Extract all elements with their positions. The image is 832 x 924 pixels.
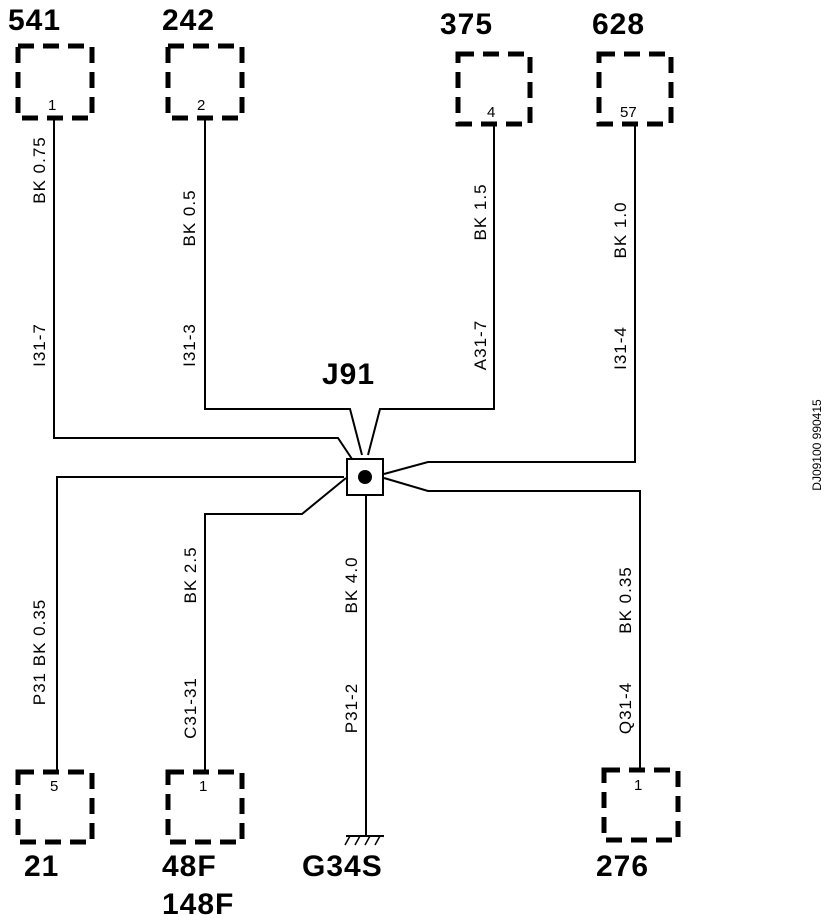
wire-48f — [204, 477, 347, 772]
splice-name: J91 — [322, 358, 375, 391]
connector-48f-id: 48F — [162, 850, 217, 883]
wire-276 — [383, 477, 641, 770]
wire-ground-circuit: P31-2 — [342, 683, 361, 733]
wire-242 — [204, 118, 363, 456]
wire-242-circuit: I31-3 — [180, 323, 199, 367]
splice-j91[interactable]: J91 — [322, 358, 384, 496]
splice-dot — [358, 470, 372, 484]
connector-541[interactable]: 541 1 — [8, 4, 95, 121]
connector-628-pin: 57 — [620, 104, 637, 121]
wire-276-color-size: BK 0.35 — [616, 566, 635, 634]
ground-hatch — [354, 835, 361, 846]
connector-541-pin: 1 — [48, 97, 56, 114]
connector-21-pin: 5 — [50, 778, 58, 795]
ground-name: G34S — [302, 850, 383, 883]
connector-628-id: 628 — [592, 8, 645, 41]
connector-276-pin: 1 — [634, 777, 642, 794]
connector-48f[interactable]: 1 48F 148F — [162, 769, 245, 921]
connector-628[interactable]: 628 57 — [592, 8, 674, 127]
wire-541-color-size: BK 0.75 — [30, 136, 49, 204]
connector-242-pin: 2 — [197, 97, 205, 114]
wire-21-label: P31 BK 0.35 — [30, 599, 49, 705]
drawing-reference: DJ09100 990415 — [810, 399, 824, 491]
connector-21-box — [15, 769, 95, 845]
wire-21 — [56, 476, 344, 772]
connector-242-id: 242 — [162, 4, 215, 37]
wire-ground-color-size: BK 4.0 — [342, 556, 361, 613]
wire-48f-color-size: BK 2.5 — [181, 546, 200, 603]
ground-hatch — [374, 835, 381, 846]
connector-276[interactable]: 1 276 — [596, 767, 681, 883]
connector-276-id: 276 — [596, 850, 649, 883]
connector-242[interactable]: 242 2 — [162, 4, 245, 121]
wire-628-circuit: I31-4 — [611, 326, 630, 370]
wire-541-circuit: I31-7 — [30, 323, 49, 367]
connector-21[interactable]: 5 21 — [15, 769, 95, 883]
connector-148f-id: 148F — [162, 888, 234, 921]
connector-375-id: 375 — [440, 8, 493, 41]
connector-21-id: 21 — [24, 850, 59, 883]
connector-48f-pin: 1 — [199, 778, 207, 795]
wire-375 — [367, 124, 495, 456]
ground-g34s[interactable]: G34S — [302, 835, 384, 883]
wire-276-circuit: Q31-4 — [616, 682, 635, 734]
wire-48f-circuit: C31-31 — [181, 677, 200, 739]
wire-242-color-size: BK 0.5 — [180, 189, 199, 246]
wire-541 — [53, 118, 363, 475]
connector-541-id: 541 — [8, 4, 61, 37]
connector-375[interactable]: 375 4 — [440, 8, 533, 127]
connector-375-pin: 4 — [487, 104, 495, 121]
wire-375-circuit: A31-7 — [471, 320, 490, 370]
ground-hatch — [344, 835, 351, 846]
wire-628 — [383, 124, 636, 475]
wire-628-color-size: BK 1.0 — [611, 201, 630, 258]
ground-hatch — [364, 835, 371, 846]
wire-375-color-size: BK 1.5 — [471, 183, 490, 240]
